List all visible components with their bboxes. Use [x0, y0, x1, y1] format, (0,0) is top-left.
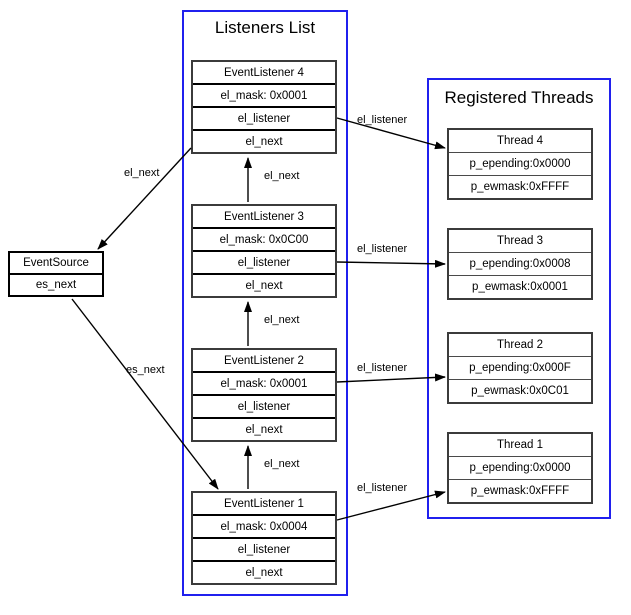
event-listener-1-field-el-listener: el_listener [193, 539, 335, 562]
edge-label-el1-to-el2: el_next [264, 458, 300, 470]
event-listener-2-title: EventListener 2 [193, 350, 335, 373]
event-listener-3-title: EventListener 3 [193, 206, 335, 229]
event-listener-3-field-el-next: el_next [245, 279, 283, 292]
node-thread-3[interactable]: Thread 3 p_epending:0x0008 p_ewmask:0x00… [447, 228, 593, 300]
event-listener-2-field-el-mask: el_mask: 0x0001 [193, 373, 335, 396]
thread-2-title: Thread 2 [449, 334, 591, 357]
event-listener-2-field-el-listener: el_listener [193, 396, 335, 419]
thread-2-field-p-epending: p_epending:0x000F [449, 357, 591, 380]
event-listener-3-field-el-listener: el_listener [193, 252, 335, 275]
thread-3-title: Thread 3 [449, 230, 591, 253]
edge-label-el4-to-event-source: el_next [124, 167, 160, 179]
thread-3-field-p-epending: p_epending:0x0008 [449, 253, 591, 276]
node-event-listener-3[interactable]: EventListener 3 el_mask: 0x0C00 el_liste… [191, 204, 337, 298]
event-listener-4-title: EventListener 4 [193, 62, 335, 85]
event-listener-1-title: EventListener 1 [193, 493, 335, 516]
event-listener-4-field-el-next: el_next [245, 135, 283, 148]
node-event-listener-4[interactable]: EventListener 4 el_mask: 0x0001 el_liste… [191, 60, 337, 154]
edge-label-el1-to-thread1: el_listener [357, 482, 408, 494]
edge-label-el2-to-thread2: el_listener [357, 362, 408, 374]
thread-1-title: Thread 1 [449, 434, 591, 457]
event-listener-4-field-el-listener: el_listener [193, 108, 335, 131]
node-event-listener-1[interactable]: EventListener 1 el_mask: 0x0004 el_liste… [191, 491, 337, 585]
group-title-registered-threads: Registered Threads [444, 88, 594, 107]
event-listener-3-field-el-mask: el_mask: 0x0C00 [193, 229, 335, 252]
event-listener-2-field-el-next: el_next [245, 423, 283, 436]
node-event-listener-2[interactable]: EventListener 2 el_mask: 0x0001 el_liste… [191, 348, 337, 442]
event-source-field-es-next: es_next [35, 279, 77, 291]
edge-el4-to-event-source [97, 147, 192, 250]
node-thread-2[interactable]: Thread 2 p_epending:0x000F p_ewmask:0x0C… [447, 332, 593, 404]
event-listener-4-field-el-mask: el_mask: 0x0001 [193, 85, 335, 108]
thread-4-field-p-epending: p_epending:0x0000 [449, 153, 591, 176]
thread-4-field-p-ewmask: p_ewmask:0xFFFF [470, 181, 570, 193]
thread-2-field-p-ewmask: p_ewmask:0x0C01 [471, 385, 569, 397]
event-listener-1-field-el-mask: el_mask: 0x0004 [193, 516, 335, 539]
thread-3-field-p-ewmask: p_ewmask:0x0001 [472, 281, 568, 293]
event-source-title: EventSource [10, 253, 102, 275]
edge-label-el3-to-thread3: el_listener [357, 243, 408, 255]
edge-label-el2-to-el3: el_next [264, 314, 300, 326]
event-listener-1-field-el-next: el_next [245, 566, 283, 579]
node-thread-1[interactable]: Thread 1 p_epending:0x0000 p_ewmask:0xFF… [447, 432, 593, 504]
edge-label-event-source-to-el1: es_next [126, 364, 165, 376]
thread-4-title: Thread 4 [449, 130, 591, 153]
group-title-listeners-list: Listeners List [214, 18, 316, 37]
group-panel-registered-threads [427, 78, 611, 519]
node-event-source[interactable]: EventSource es_next [8, 251, 104, 297]
edge-label-el3-to-el4: el_next [264, 170, 300, 182]
thread-1-field-p-ewmask: p_ewmask:0xFFFF [470, 485, 570, 497]
thread-1-field-p-epending: p_epending:0x0000 [449, 457, 591, 480]
edge-label-el4-to-thread4: el_listener [357, 114, 408, 126]
node-thread-4[interactable]: Thread 4 p_epending:0x0000 p_ewmask:0xFF… [447, 128, 593, 200]
